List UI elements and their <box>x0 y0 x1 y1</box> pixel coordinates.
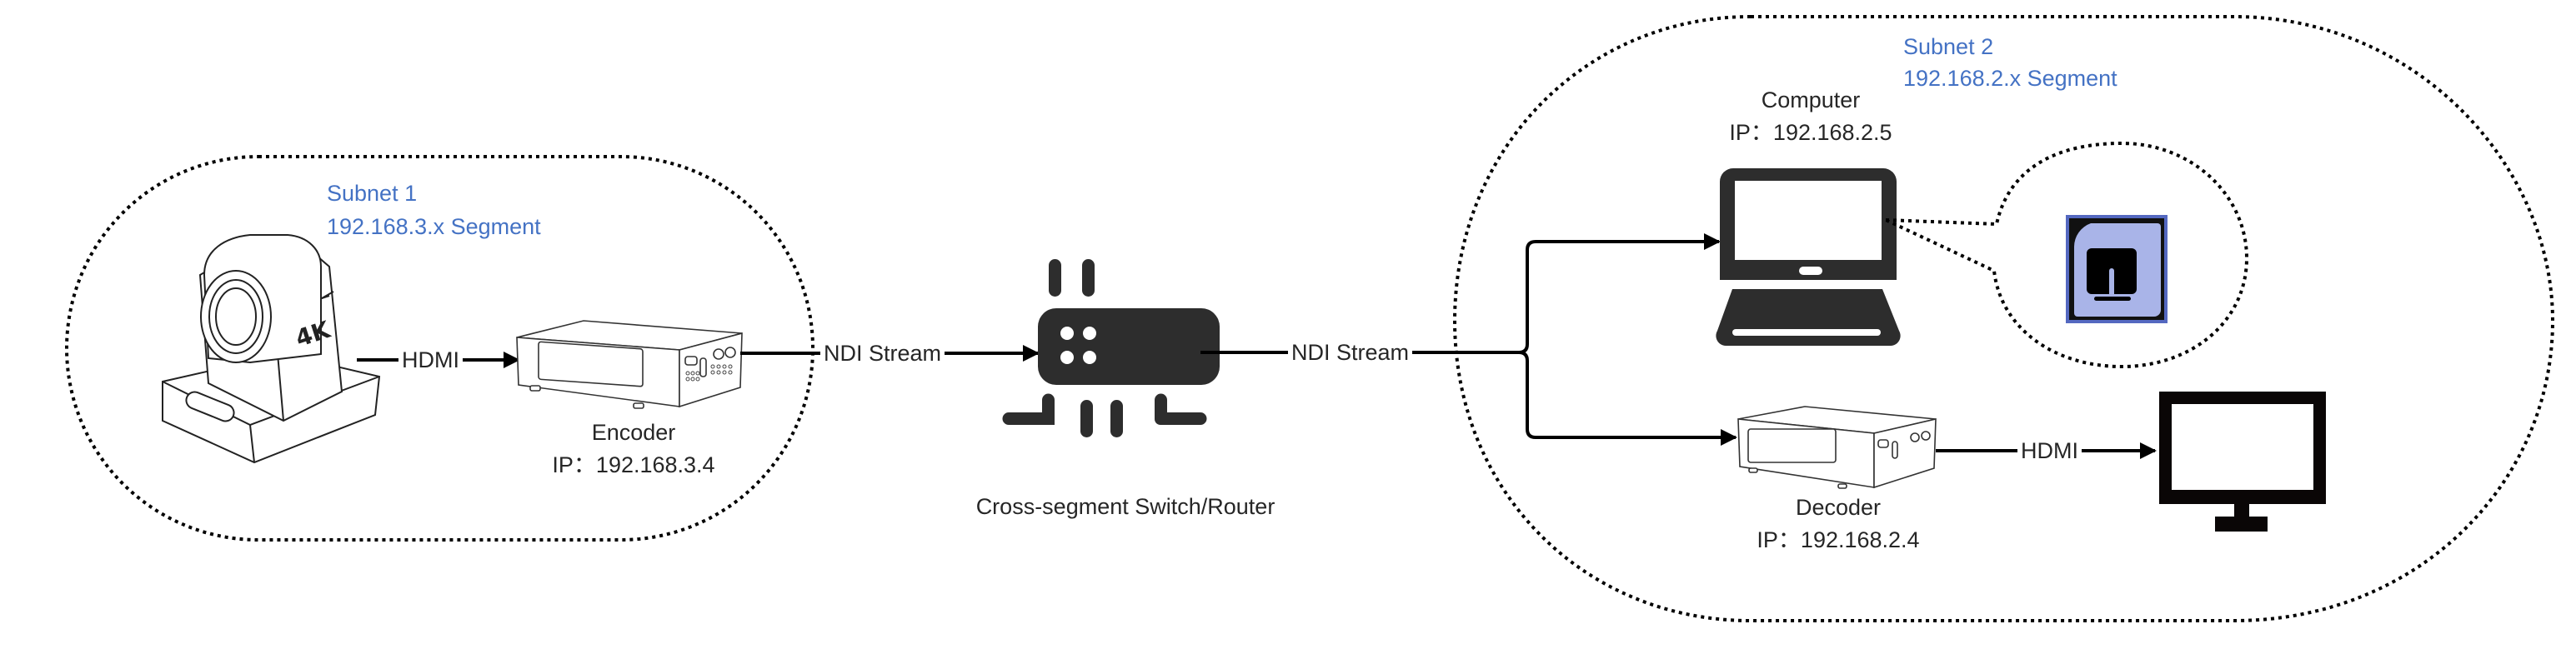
subnet2-title: Subnet 2 <box>1903 34 1994 59</box>
decoder-label: Decoder <box>1795 495 1882 520</box>
subnet1-segment: 192.168.3.x Segment <box>327 214 541 239</box>
edge-label-hdmi-left: HDMI <box>398 349 463 372</box>
subnet1-boundary <box>65 155 814 542</box>
edge-branch-computer <box>1518 233 1721 354</box>
encoder-label: Encoder <box>591 420 676 445</box>
ndi-tools-icon <box>2066 215 2168 323</box>
router-icon <box>1002 259 1220 437</box>
monitor-icon <box>2159 392 2326 532</box>
ptz-camera-icon: 4K <box>162 234 381 464</box>
edge-label-hdmi-right: HDMI <box>2017 440 2082 462</box>
encoder-box-icon <box>516 320 743 409</box>
decoder-ip: IP：192.168.2.4 <box>1757 527 1920 552</box>
computer-label: Computer <box>1761 87 1861 112</box>
laptop-icon <box>1716 168 1901 346</box>
router-label: Cross-segment Switch/Router <box>975 494 1275 519</box>
computer-ip: IP：192.168.2.5 <box>1729 120 1892 145</box>
subnet2-boundary <box>1452 15 2555 622</box>
callout-bubble <box>1885 141 2249 369</box>
subnet1-title: Subnet 1 <box>327 181 418 206</box>
decoder-box-icon <box>1737 406 1937 489</box>
edge-label-ndi-right: NDI Stream <box>1288 342 1413 364</box>
subnet2-segment: 192.168.2.x Segment <box>1903 66 2117 91</box>
edge-branch-decoder <box>1518 351 1737 446</box>
encoder-ip: IP：192.168.3.4 <box>552 452 715 477</box>
edge-label-ndi-left: NDI Stream <box>820 342 945 365</box>
